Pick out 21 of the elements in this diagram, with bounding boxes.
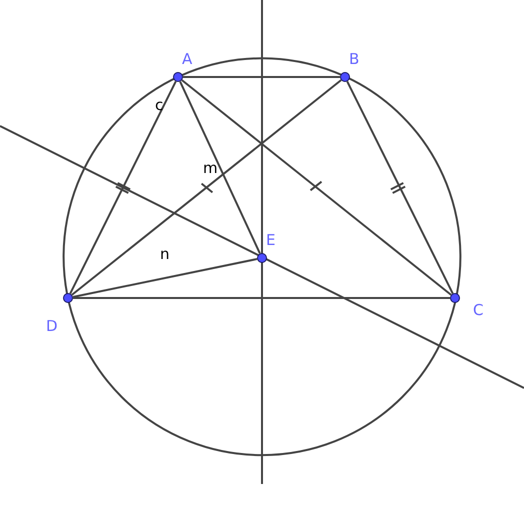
segment-label: m: [203, 160, 218, 176]
line-segment: [346, 81, 454, 294]
point-label: E: [266, 232, 276, 248]
point-marker: [450, 293, 460, 303]
point-label: B: [349, 51, 360, 67]
point-marker: [340, 72, 350, 82]
segment-label: n: [160, 246, 170, 262]
line-segment: [179, 81, 261, 254]
point-label: C: [473, 302, 484, 318]
line-segment: [72, 258, 258, 298]
point-marker: [173, 72, 183, 82]
line-segment: [181, 79, 452, 296]
point-marker: [63, 293, 73, 303]
point-label: D: [46, 318, 58, 334]
line-segment: [69, 81, 177, 294]
line-segment: [73, 297, 450, 299]
point-marker: [257, 253, 267, 263]
line-segment: [71, 79, 342, 296]
point-label: A: [182, 51, 192, 67]
segment-label: c: [155, 97, 164, 113]
line-segment: [183, 76, 340, 78]
